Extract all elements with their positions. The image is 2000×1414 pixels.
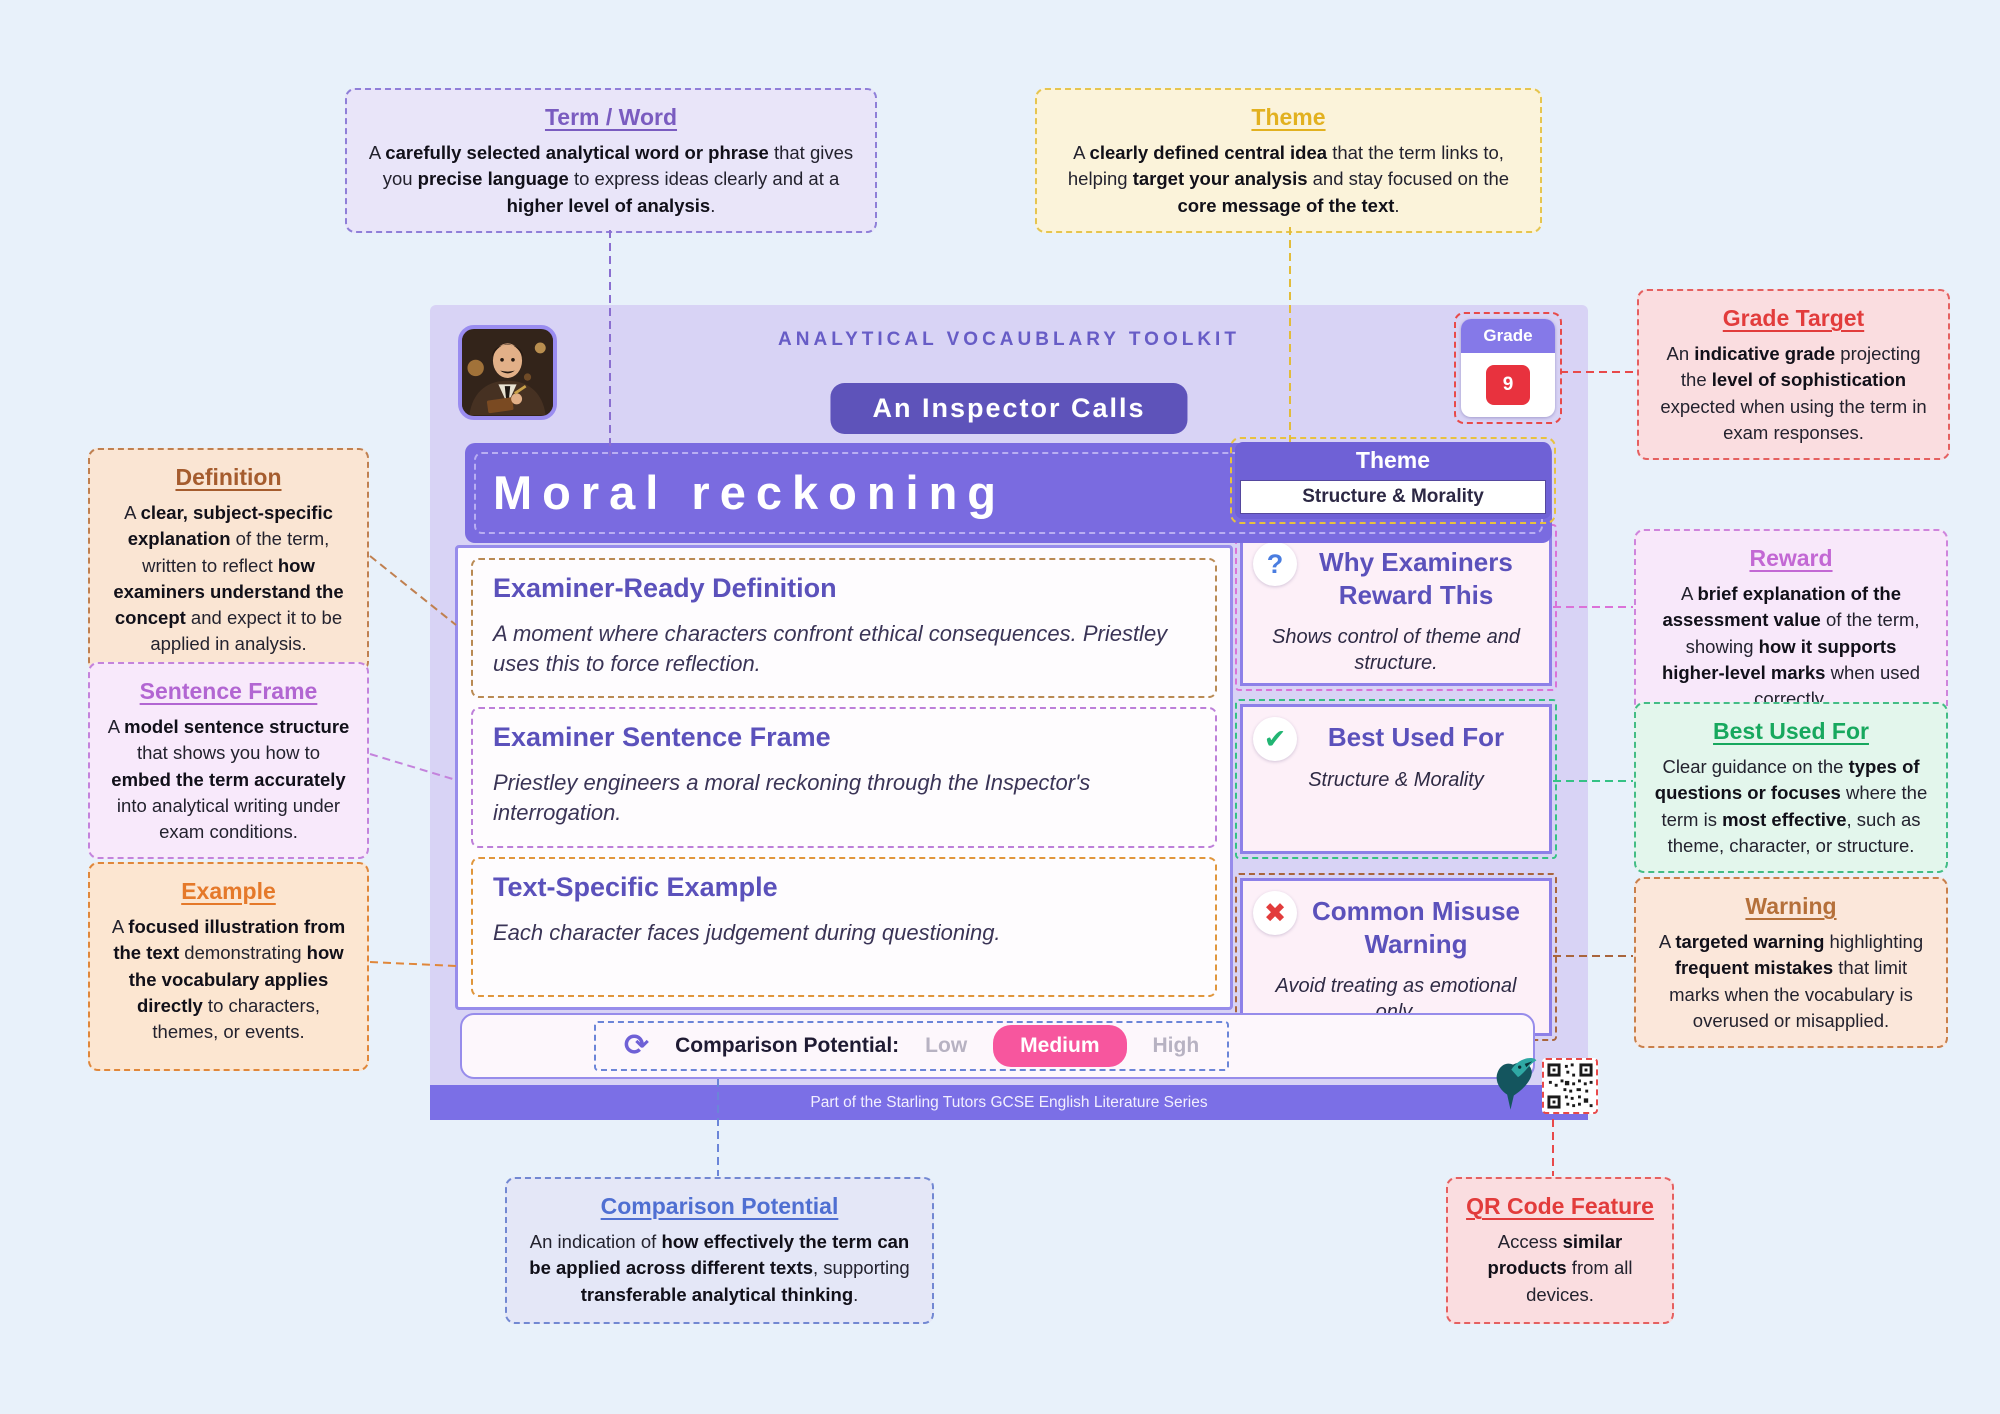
callout-body: An indicative grade projecting the level… bbox=[1660, 343, 1927, 443]
section-heading: Examiner Sentence Frame bbox=[493, 722, 831, 753]
comparison-option-high[interactable]: High bbox=[1152, 1034, 1200, 1057]
qr-pattern bbox=[1546, 1062, 1594, 1110]
callout-definition: Definition A clear, subject-specific exp… bbox=[88, 448, 369, 672]
side-panel-body: Shows control of theme and structure. bbox=[1272, 626, 1520, 674]
callout-sentence-frame: Sentence Frame A model sentence structur… bbox=[88, 662, 369, 860]
comparison-label: Comparison Potential: bbox=[675, 1034, 900, 1057]
callout-body: A clearly defined central idea that the … bbox=[1067, 142, 1510, 216]
callout-comparison-potential: Comparison Potential An indication of ho… bbox=[505, 1177, 934, 1324]
section-text-specific-example: Text-Specific Example Each character fac… bbox=[471, 856, 1217, 997]
callout-body: Clear guidance on the types of questions… bbox=[1654, 756, 1928, 856]
section-body: Each character faces judgement during qu… bbox=[493, 919, 1001, 945]
check-icon: ✔ bbox=[1253, 717, 1297, 761]
vocabulary-card: ANALYTICAL VOCAUBLARY TOOLKIT An Inspect… bbox=[430, 305, 1598, 1120]
inspector-illustration bbox=[462, 329, 553, 416]
section-body: Priestley engineers a moral reckoning th… bbox=[493, 770, 1091, 826]
refresh-icon: ⟳ bbox=[624, 1029, 650, 1062]
callout-title: Warning bbox=[1745, 893, 1837, 919]
comparison-option-low[interactable]: Low bbox=[925, 1034, 968, 1057]
footer-text: Part of the Starling Tutors GCSE English… bbox=[810, 1093, 1208, 1111]
side-panel-body: Structure & Morality bbox=[1308, 768, 1484, 791]
toolkit-label: ANALYTICAL VOCAUBLARY TOOLKIT bbox=[778, 329, 1240, 350]
cross-icon: ✖ bbox=[1253, 891, 1297, 935]
callout-best-used-for: Best Used For Clear guidance on the type… bbox=[1634, 702, 1948, 874]
callout-title: Grade Target bbox=[1722, 305, 1865, 331]
grade-badge: Grade 9 bbox=[1454, 312, 1562, 424]
callout-theme: Theme A clearly defined central idea tha… bbox=[1035, 88, 1542, 233]
callout-body: A carefully selected analytical word or … bbox=[368, 142, 854, 216]
callout-body: A focused illustration from the text dem… bbox=[111, 916, 346, 1043]
callout-title: Theme bbox=[1251, 104, 1326, 130]
callout-body: Access similar products from all devices… bbox=[1487, 1231, 1633, 1305]
theme-panel: Theme Structure & Morality bbox=[1230, 437, 1556, 524]
grade-value: 9 bbox=[1486, 365, 1530, 405]
qr-code[interactable] bbox=[1542, 1058, 1598, 1114]
callout-title: Best Used For bbox=[1713, 718, 1869, 744]
callout-body: A brief explanation of the assessment va… bbox=[1661, 583, 1921, 710]
callout-title: Term / Word bbox=[544, 104, 678, 130]
main-sections-panel: Examiner-Ready Definition A moment where… bbox=[455, 545, 1233, 1010]
callout-title: Comparison Potential bbox=[600, 1193, 839, 1219]
callout-body: A clear, subject-specific explanation of… bbox=[113, 502, 344, 655]
side-panel-heading: Best Used For bbox=[1327, 722, 1505, 752]
callout-body: An indication of how effectively the ter… bbox=[529, 1231, 910, 1305]
theme-panel-title: Theme bbox=[1355, 447, 1431, 473]
callout-term-word: Term / Word A carefully selected analyti… bbox=[345, 88, 877, 233]
side-panel-heading: Why Examiners Reward This bbox=[1319, 547, 1513, 610]
callout-qr-code-feature: QR Code Feature Access similar products … bbox=[1446, 1177, 1674, 1324]
comparison-option-medium[interactable]: Medium bbox=[993, 1025, 1127, 1067]
comparison-group: ⟳ Comparison Potential: Low Medium High bbox=[594, 1021, 1230, 1071]
theme-panel-value: Structure & Morality bbox=[1240, 480, 1546, 514]
callout-reward: Reward A brief explanation of the assess… bbox=[1634, 529, 1948, 727]
question-icon: ? bbox=[1253, 542, 1297, 586]
panel-why-examiners-reward: ? Why Examiners Reward This Shows contro… bbox=[1235, 524, 1557, 691]
starling-bird-logo bbox=[1488, 1053, 1538, 1115]
section-examiner-sentence-frame: Examiner Sentence Frame Priestley engine… bbox=[471, 707, 1217, 848]
book-title-pill: An Inspector Calls bbox=[830, 383, 1188, 434]
panel-best-used-for: ✔ Best Used For Structure & Morality bbox=[1235, 699, 1557, 859]
callout-body: A targeted warning highlighting frequent… bbox=[1658, 931, 1924, 1031]
callout-body: A model sentence structure that shows yo… bbox=[107, 716, 350, 843]
callout-title: Sentence Frame bbox=[139, 678, 318, 704]
term-title: Moral reckoning bbox=[493, 466, 1007, 519]
callout-title: Reward bbox=[1749, 545, 1833, 571]
callout-warning: Warning A targeted warning highlighting … bbox=[1634, 877, 1948, 1049]
grade-label: Grade bbox=[1461, 319, 1555, 353]
section-heading: Examiner-Ready Definition bbox=[493, 573, 837, 603]
callout-grade-target: Grade Target An indicative grade project… bbox=[1637, 289, 1950, 461]
section-body: A moment where characters confront ethic… bbox=[493, 621, 1168, 676]
section-examiner-ready-definition: Examiner-Ready Definition A moment where… bbox=[471, 558, 1217, 699]
callout-title: Definition bbox=[175, 464, 282, 490]
callout-title: QR Code Feature bbox=[1466, 1193, 1654, 1219]
section-heading: Text-Specific Example bbox=[493, 871, 778, 902]
inspector-avatar bbox=[458, 325, 557, 420]
bird-icon bbox=[1496, 1058, 1537, 1110]
callout-example: Example A focused illustration from the … bbox=[88, 862, 369, 1071]
callout-title: Example bbox=[181, 878, 276, 904]
card-footer: Part of the Starling Tutors GCSE English… bbox=[430, 1085, 1588, 1120]
side-panel-heading: Common Misuse Warning bbox=[1311, 896, 1521, 959]
comparison-bar: ⟳ Comparison Potential: Low Medium High bbox=[460, 1013, 1535, 1079]
